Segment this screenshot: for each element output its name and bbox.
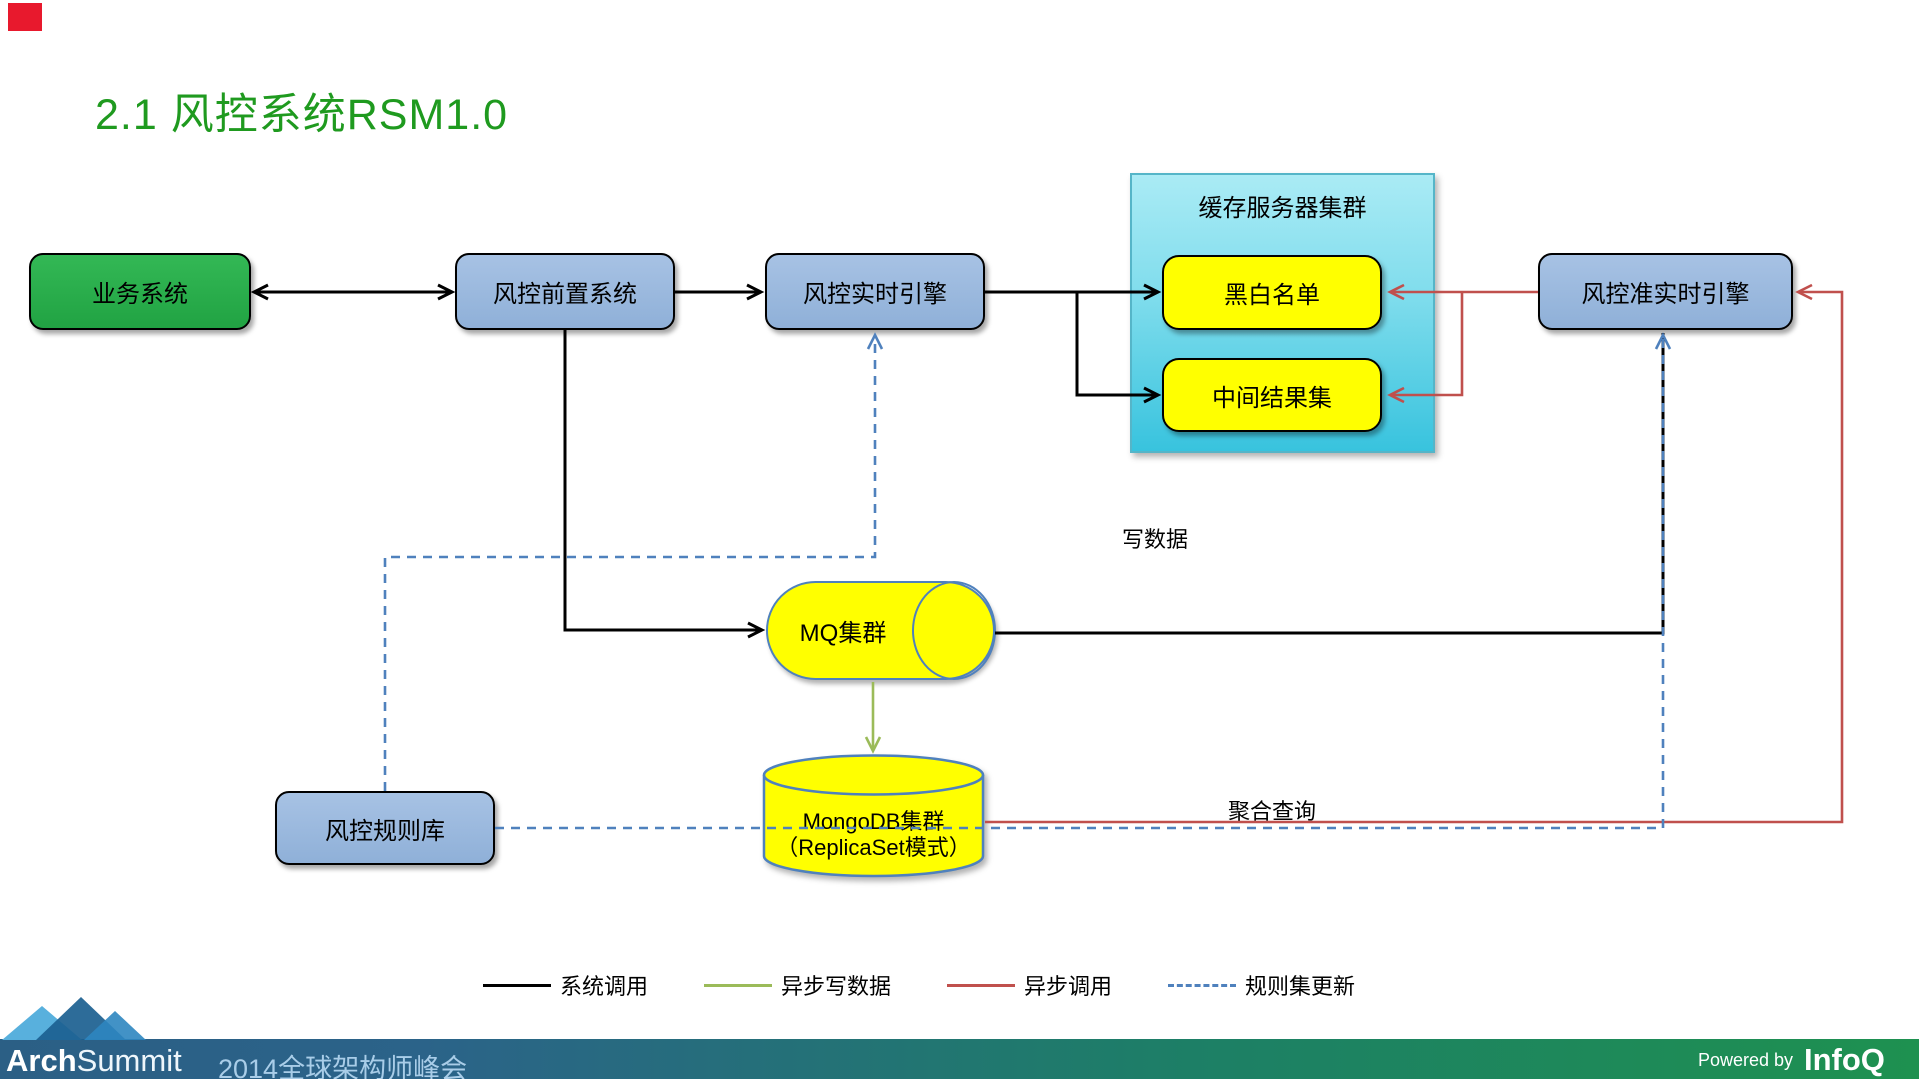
- aggregate-query-label: 聚合查询: [1228, 799, 1317, 824]
- node-black-white-list: 黑白名单: [1162, 255, 1382, 330]
- node-risk-front-system: 风控前置系统: [455, 253, 675, 330]
- node-intermediate-result-set: 中间结果集: [1162, 358, 1382, 432]
- cache-server-cluster-title: 缓存服务器集群: [1198, 195, 1367, 222]
- node-business-system: 业务系统: [29, 253, 251, 330]
- mq-cluster-label: MQ集群: [799, 619, 887, 647]
- red-line-icon: [947, 983, 1016, 987]
- legend-item-system-call: 系统调用: [483, 969, 648, 1001]
- footer-bar: [0, 1039, 1919, 1079]
- legend: 系统调用 异步写数据 异步调用 规则集更新: [483, 969, 1411, 1001]
- rule-update-lines: [383, 332, 1672, 830]
- corner-red-flag: [8, 3, 42, 31]
- legend-item-async-write: 异步写数据: [704, 969, 891, 1001]
- legend-item-async-call: 异步调用: [947, 969, 1112, 1001]
- powered-by-label: Powered by: [1698, 1050, 1794, 1070]
- black-line-icon: [483, 983, 551, 987]
- write-data-label: 写数据: [1122, 527, 1189, 552]
- node-risk-rule-repo: 风控规则库: [275, 791, 495, 865]
- olive-line-icon: [704, 983, 773, 987]
- infoq-logo: InfoQ: [1804, 1042, 1885, 1077]
- node-risk-realtime-engine: 风控实时引擎: [765, 253, 985, 330]
- page-title: 2.1 风控系统RSM1.0: [95, 91, 509, 139]
- node-mongodb-cluster: MongoDB集群 （ReplicaSet模式）: [762, 753, 985, 880]
- node-mq-cluster: MQ集群: [766, 580, 996, 680]
- legend-item-rule-update: 规则集更新: [1168, 969, 1355, 1001]
- event-title: 2014全球架构师峰会: [218, 1054, 468, 1079]
- blue-dashed-line-icon: [1168, 983, 1237, 987]
- mongodb-cluster-label: MongoDB集群 （ReplicaSet模式）: [776, 809, 971, 860]
- mountain-icon: [84, 1011, 146, 1040]
- node-risk-near-realtime-engine: 风控准实时引擎: [1538, 253, 1793, 330]
- archsummit-logo: ArchSummit: [6, 1043, 182, 1078]
- mq-cylinder-cap: [911, 580, 996, 680]
